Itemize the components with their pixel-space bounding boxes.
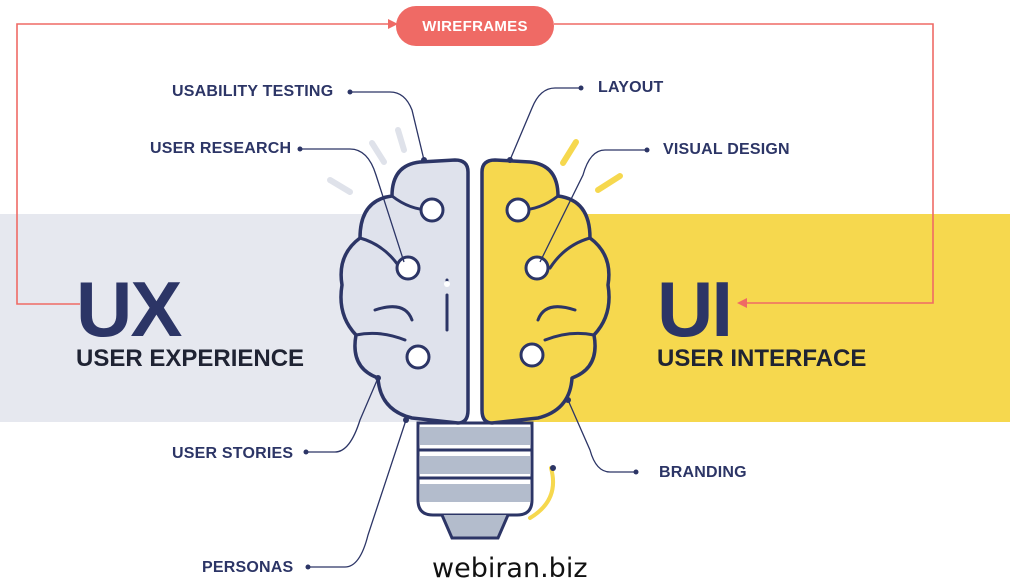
ux-title: UX — [76, 265, 182, 353]
spark-lines-left — [327, 127, 407, 195]
label-user-research: USER RESEARCH — [150, 140, 292, 157]
leader-visual-design — [539, 149, 647, 263]
watermark-text: webiran.biz — [432, 553, 588, 584]
wireframes-pill: WIREFRAMES — [396, 6, 554, 46]
label-visual-design: VISUAL DESIGN — [663, 141, 790, 158]
leader-lines — [300, 87, 647, 568]
ux-subtitle: USER EXPERIENCE — [76, 345, 305, 372]
leader-dots — [297, 85, 650, 570]
brain-left-hemisphere — [339, 158, 470, 425]
label-usability-testing: USABILITY TESTING — [172, 83, 334, 100]
ui-subtitle: USER INTERFACE — [657, 345, 867, 372]
brain-right-hemisphere — [480, 158, 611, 425]
leader-usability-testing — [350, 91, 425, 161]
bulb-base — [416, 421, 556, 540]
leader-layout — [509, 87, 581, 161]
label-branding: BRANDING — [659, 464, 747, 481]
label-personas: PERSONAS — [202, 559, 294, 576]
leader-user-stories — [306, 377, 379, 453]
leader-user-research — [300, 148, 405, 263]
spark-lines-right — [560, 139, 623, 193]
ui-title: UI — [657, 265, 733, 353]
brain-nodes — [395, 197, 550, 370]
label-user-stories: USER STORIES — [172, 445, 294, 462]
arrow-to-wireframes — [388, 19, 398, 29]
arrow-to-ui — [737, 298, 747, 308]
wireframes-connector-left — [16, 23, 388, 305]
leader-branding — [567, 399, 636, 473]
label-layout: LAYOUT — [598, 79, 664, 96]
wireframes-connector-right — [554, 23, 934, 304]
leader-personas — [308, 419, 407, 568]
